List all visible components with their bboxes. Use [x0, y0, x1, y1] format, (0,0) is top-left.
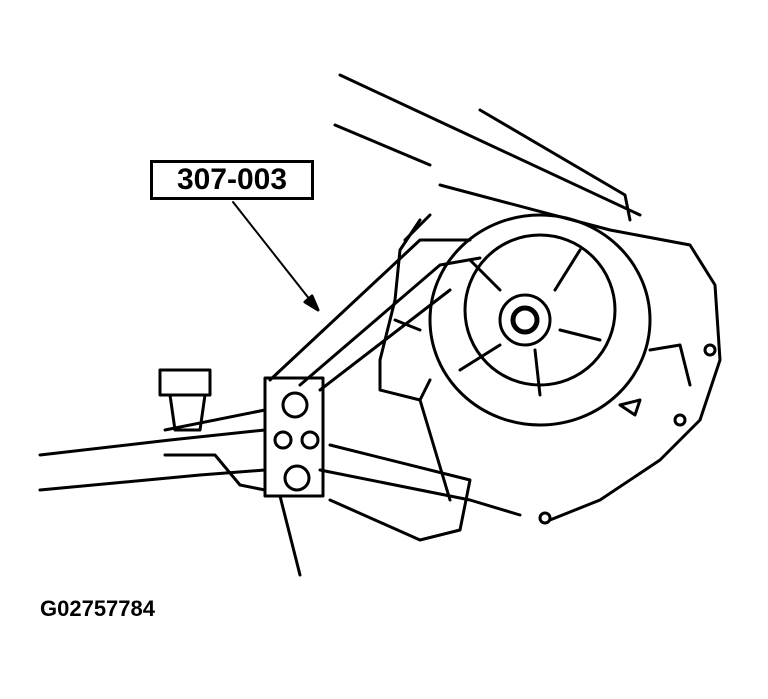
plate-bolt — [273, 430, 293, 450]
bolt-hole — [538, 511, 552, 525]
input-shaft — [498, 293, 552, 347]
body-edge-line — [478, 108, 632, 222]
plate-bolt — [283, 464, 311, 492]
bell-housing-inner — [463, 233, 617, 387]
tool-number-callout: 307-003 — [150, 160, 314, 200]
bell-housing — [428, 213, 652, 427]
body-edge-line — [338, 73, 642, 217]
tool-plate — [263, 376, 325, 498]
housing-rib — [458, 248, 602, 397]
housing-detail — [618, 343, 692, 417]
leader-line — [232, 201, 319, 311]
bolt-hole — [673, 413, 687, 427]
jack-beam — [38, 468, 267, 492]
tool-arm — [328, 443, 472, 542]
jack-beam — [38, 428, 267, 457]
bolt-hole — [703, 343, 717, 357]
tool-arm — [298, 256, 482, 387]
leader-arrowhead — [303, 294, 320, 312]
plate-bolt — [281, 391, 309, 419]
tool-arm — [268, 238, 472, 382]
tool-arm — [418, 398, 452, 502]
input-shaft-spline — [510, 305, 540, 335]
stand-post — [278, 494, 302, 577]
mount-arm — [393, 213, 432, 332]
plate-bolt — [300, 430, 320, 450]
jack-head — [158, 368, 212, 432]
figure-id: G02757784 — [40, 596, 155, 621]
tool-arm — [318, 288, 452, 392]
body-edge-line — [438, 183, 722, 522]
tool-arm — [318, 468, 522, 517]
jack-head — [163, 408, 267, 492]
body-edge-line — [333, 123, 432, 167]
